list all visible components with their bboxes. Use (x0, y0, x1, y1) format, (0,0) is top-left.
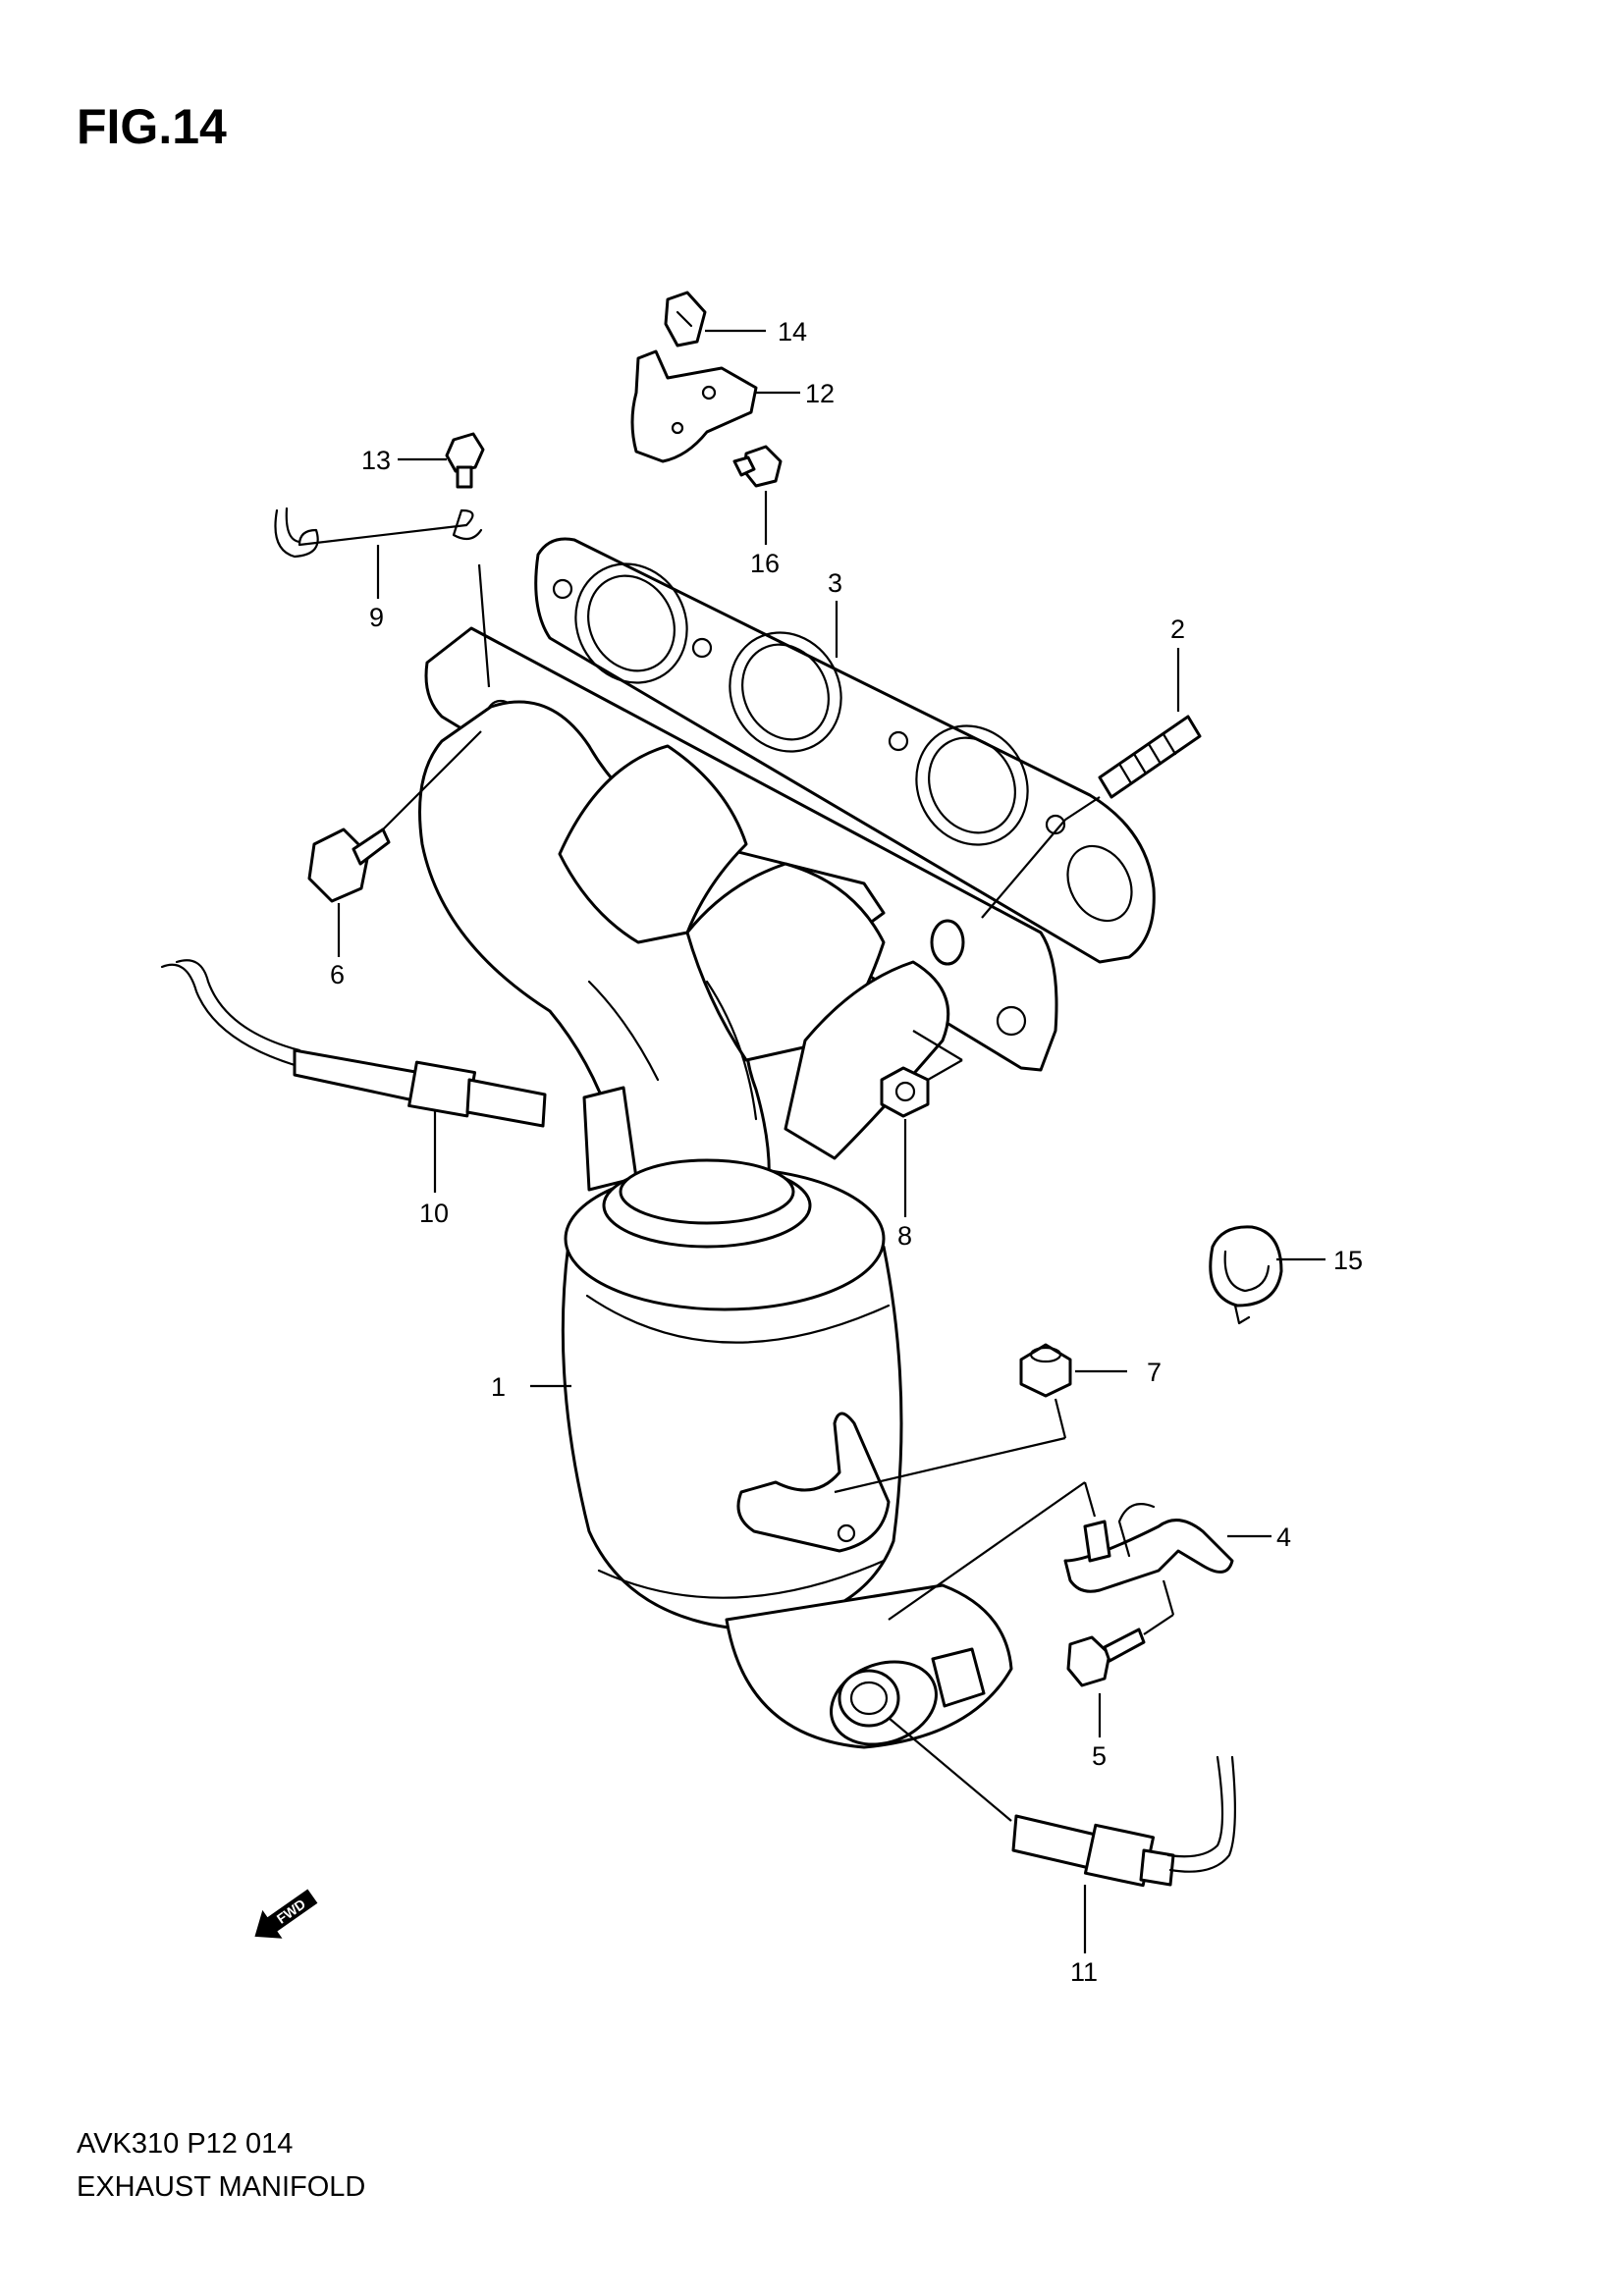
callout-6: 6 (330, 960, 345, 989)
callout-16: 16 (750, 549, 780, 578)
stud-4-part (1083, 1520, 1111, 1563)
oxygen-sensor-11-part (1011, 1755, 1236, 1888)
callout-8: 8 (897, 1221, 912, 1251)
callout-10: 10 (419, 1199, 449, 1228)
callout-4: 4 (1276, 1522, 1291, 1552)
nut-8-part (880, 1066, 930, 1118)
callout-9: 9 (369, 603, 384, 632)
bolt-13-part (445, 432, 485, 489)
callout-14: 14 (778, 317, 807, 347)
callout-12: 12 (805, 379, 835, 408)
callout-3: 3 (828, 568, 842, 598)
callout-1: 1 (491, 1372, 506, 1402)
callout-13: 13 (361, 446, 391, 475)
callout-5: 5 (1092, 1741, 1107, 1771)
callouts: 1 2 3 4 5 6 7 8 9 10 11 12 13 14 15 16 (330, 317, 1363, 1987)
leader-lines (337, 329, 1325, 1953)
clamp-15-part (1209, 1225, 1283, 1325)
callout-7: 7 (1147, 1358, 1162, 1387)
bolt-16-part (732, 445, 783, 488)
callout-15: 15 (1333, 1246, 1363, 1275)
catalytic-converter-part (561, 1158, 1013, 1749)
bolt-6-part (307, 828, 391, 903)
bracket-4-part (1063, 1503, 1234, 1593)
oxygen-sensor-10-part (160, 959, 547, 1128)
fwd-arrow-icon: FWD (254, 1889, 318, 1939)
callout-2: 2 (1170, 614, 1185, 644)
stud-part (1098, 715, 1202, 799)
clip-14-part (664, 291, 707, 347)
footer-code: AVK310 P12 014 (77, 2128, 294, 2160)
footer-title: EXHAUST MANIFOLD (77, 2171, 366, 2203)
wire-clip-9-part (274, 507, 483, 559)
callout-11: 11 (1070, 1957, 1098, 1987)
nut-7-part (1019, 1343, 1072, 1398)
bracket-12-part (630, 349, 758, 463)
gasket-part (534, 537, 1156, 964)
figure-title: FIG.14 (77, 99, 227, 154)
manifold-part (418, 626, 1058, 1229)
bolt-5-part (1066, 1628, 1146, 1687)
